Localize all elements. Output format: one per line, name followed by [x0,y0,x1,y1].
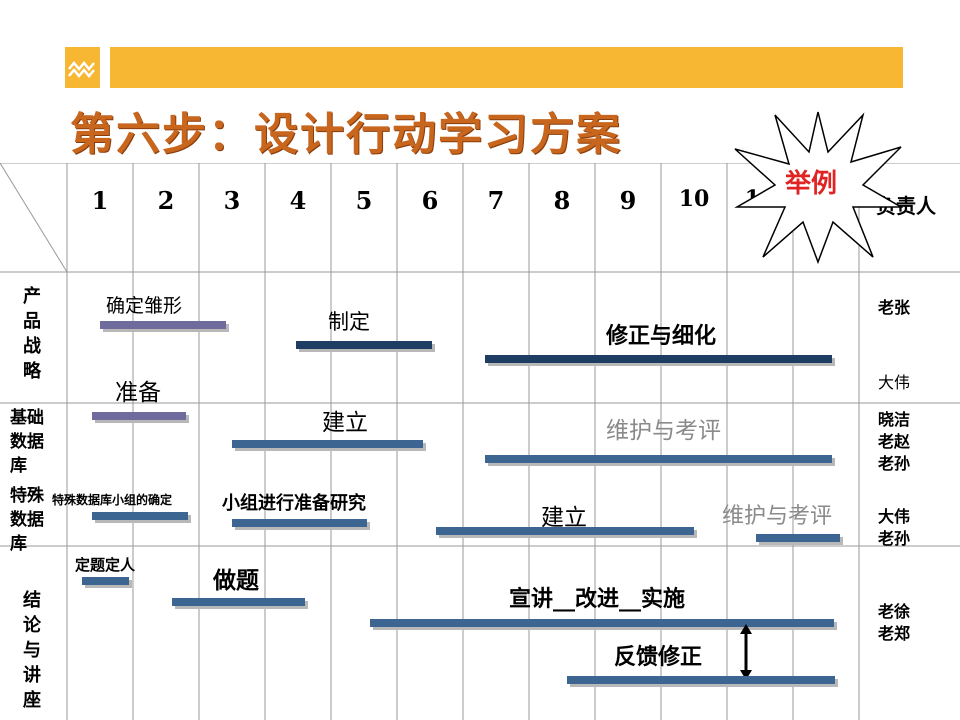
task-label-establish-2: 建立 [541,505,587,531]
task-label-special-group-confirm: 特殊数据库小组的确定 [52,493,173,507]
task-bar-establish-2 [436,527,694,535]
owner-basic-database: 晓洁 老赵 老孙 [878,410,911,473]
task-label-revise-refine: 修正与细化 [606,324,717,349]
task-bar-revise-refine [485,355,832,363]
task-label-do-topic: 做题 [213,568,259,594]
owner-special-database: 大伟 老孙 [878,507,911,548]
task-label-confirm-prototype: 确定雏形 [106,295,183,317]
task-label-promote-improve-implement: 宣讲__改进__实施 [509,587,686,612]
task-bar-maintain-evaluate-2 [756,534,840,542]
task-bar-set-topic-people [82,577,129,585]
column-header-9: 9 [619,186,637,215]
column-header-1: 1 [91,186,109,215]
column-header-4: 4 [289,186,307,215]
column-header-6: 6 [421,186,439,215]
row-label-basic-database: 基础数据库 [10,408,44,476]
task-bar-confirm-prototype [100,321,226,329]
task-label-formulate: 制定 [328,310,370,334]
header-banner [65,47,903,88]
example-badge: 举例 [785,169,838,199]
column-header-3: 3 [223,186,241,215]
task-bar-establish [232,440,423,448]
page-title: 第六步：设计行动学习方案 [70,109,622,160]
row-label-strategy: 产品战略 [23,286,41,382]
task-bar-feedback-revise [567,676,835,684]
task-label-feedback-revise: 反馈修正 [614,645,703,670]
column-header-2: 2 [157,186,175,215]
task-label-set-topic-people: 定题定人 [75,556,136,574]
task-bar-maintain-evaluate [485,455,832,463]
task-bar-promote-improve-implement [370,619,834,627]
column-header-8: 8 [553,186,571,215]
task-label-maintain-evaluate-2: 维护与考评 [722,504,833,529]
row-label-special-database: 特殊数据库 [10,486,44,554]
task-label-maintain-evaluate: 维护与考评 [606,418,721,444]
starburst-icon [734,111,903,265]
owner-conclusion: 老徐 老郑 [878,602,911,643]
task-bar-special-group-confirm [92,512,188,520]
logo-icon [65,47,100,88]
column-header-5: 5 [355,186,373,215]
row-label-conclusion: 结论与讲座 [23,590,41,711]
owner-strategy-2: 大伟 [878,373,911,392]
owner-strategy-1: 老张 [878,298,911,317]
column-header-10: 10 [678,186,710,212]
column-header-7: 7 [487,186,505,215]
task-label-group-prepare-research: 小组进行准备研究 [222,493,366,514]
task-bar-do-topic [172,598,305,606]
task-bar-group-prepare-research [232,519,367,527]
task-bar-prepare [92,412,186,420]
task-label-prepare: 准备 [115,380,161,406]
schedule-grid [0,163,960,720]
banner-divider [100,47,110,88]
double-arrow-icon [740,624,752,680]
task-label-establish: 建立 [322,410,368,436]
task-bar-formulate [296,341,432,349]
